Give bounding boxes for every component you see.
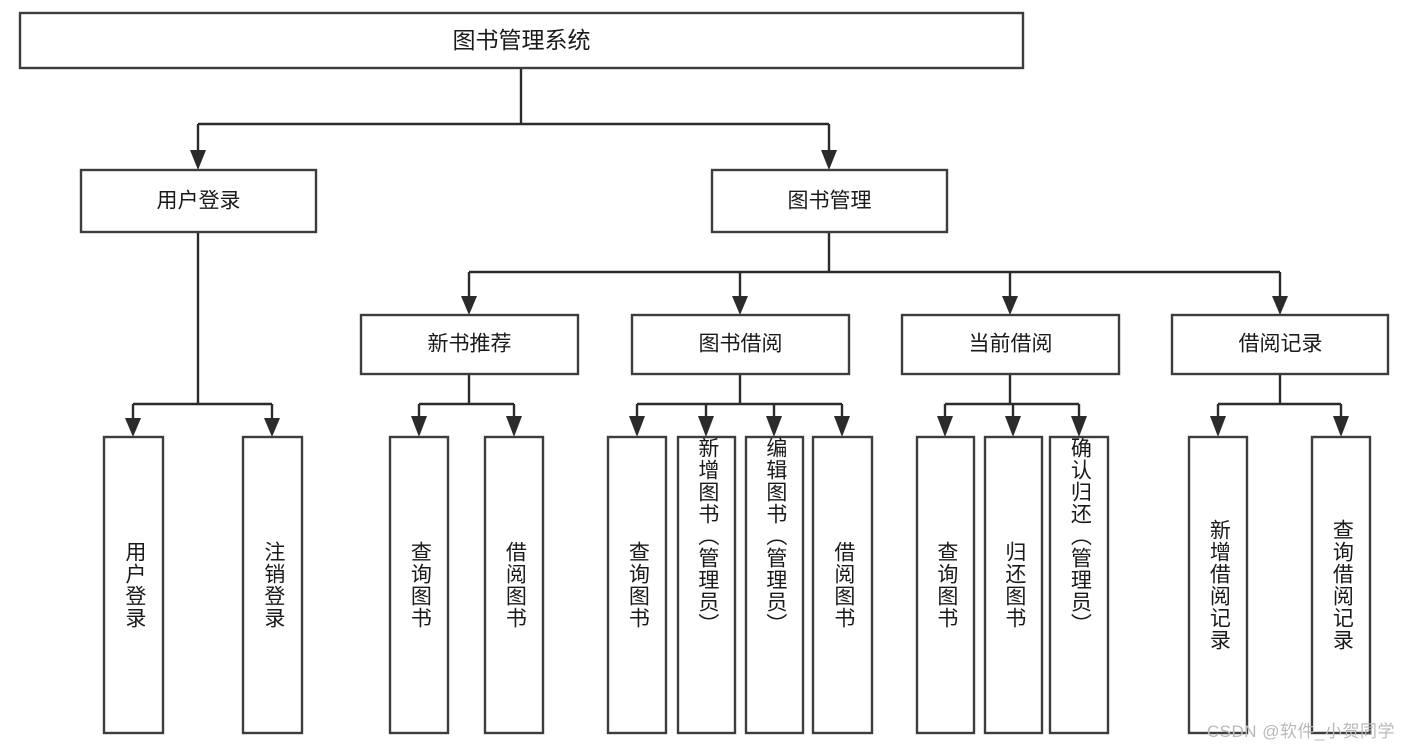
- node-new-book-rec[interactable]: 新书推荐: [359, 313, 580, 376]
- arrow-head-icon: [1005, 416, 1021, 437]
- node-book-manage-label: 图书管理: [788, 190, 872, 213]
- node-borrow-record-box[interactable]: [1170, 313, 1390, 376]
- node-book-borrow-label: 图书借阅: [699, 333, 783, 356]
- leaf-query-book-borrow-box[interactable]: [606, 435, 668, 735]
- leaf-user-logout-box[interactable]: [241, 435, 304, 735]
- leaf-add-book-box[interactable]: [676, 435, 737, 735]
- node-new-book-rec-label: 新书推荐: [428, 333, 512, 356]
- connectors-layer: [125, 68, 1349, 437]
- arrow-head-icon: [1272, 296, 1288, 315]
- node-current-borrow-label: 当前借阅: [969, 333, 1053, 356]
- node-new-book-rec-box[interactable]: [359, 313, 580, 376]
- arrow-head-icon: [190, 150, 206, 170]
- node-current-borrow-box[interactable]: [900, 313, 1121, 376]
- leaf-add-borrow-record-box[interactable]: [1187, 435, 1249, 735]
- arrow-head-icon: [834, 416, 850, 437]
- node-user-login-label: 用户登录: [157, 190, 241, 213]
- node-book-borrow[interactable]: 图书借阅: [630, 313, 851, 376]
- leaf-query-book-current-box[interactable]: [915, 435, 976, 735]
- node-book-borrow-box[interactable]: [630, 313, 851, 376]
- arrow-head-icon: [1071, 416, 1087, 437]
- node-current-borrow[interactable]: 当前借阅: [900, 313, 1121, 376]
- arrow-head-icon: [821, 150, 837, 170]
- leaf-query-borrow-record-box[interactable]: [1310, 435, 1372, 735]
- arrow-head-icon: [125, 418, 141, 437]
- arrow-head-icon: [937, 416, 953, 437]
- leaf-query-book-rec-box[interactable]: [388, 435, 450, 735]
- leaf-boxes-layer: [102, 435, 1372, 735]
- node-root[interactable]: 图书管理系统: [18, 11, 1025, 70]
- node-user-login[interactable]: 用户登录: [79, 168, 318, 234]
- arrow-head-icon: [264, 418, 280, 437]
- arrow-head-icon: [1333, 416, 1349, 437]
- arrow-head-icon: [411, 416, 427, 437]
- node-book-manage[interactable]: 图书管理: [710, 168, 949, 234]
- arrow-head-icon: [1002, 296, 1018, 315]
- arrow-head-icon: [1210, 416, 1226, 437]
- leaf-confirm-return-box[interactable]: [1048, 435, 1110, 735]
- leaf-user-login-box[interactable]: [102, 435, 165, 735]
- watermark: CSDN @软件_小贺同学: [1206, 722, 1395, 741]
- arrow-head-icon: [461, 296, 477, 315]
- arrow-head-icon: [732, 296, 748, 315]
- node-borrow-record-label: 借阅记录: [1239, 333, 1323, 356]
- leaf-borrow-book-box[interactable]: [811, 435, 874, 735]
- node-user-login-box[interactable]: [79, 168, 318, 234]
- leaf-return-book-box[interactable]: [983, 435, 1044, 735]
- node-root-box[interactable]: [18, 11, 1025, 70]
- leaf-borrow-book-rec-box[interactable]: [483, 435, 545, 735]
- node-book-manage-box[interactable]: [710, 168, 949, 234]
- leaf-edit-book-box[interactable]: [744, 435, 805, 735]
- arrow-head-icon: [766, 416, 782, 437]
- node-root-label: 图书管理系统: [453, 27, 591, 53]
- node-borrow-record[interactable]: 借阅记录: [1170, 313, 1390, 376]
- arrow-head-icon: [506, 416, 522, 437]
- arrow-head-icon: [698, 416, 714, 437]
- arrow-head-icon: [629, 416, 645, 437]
